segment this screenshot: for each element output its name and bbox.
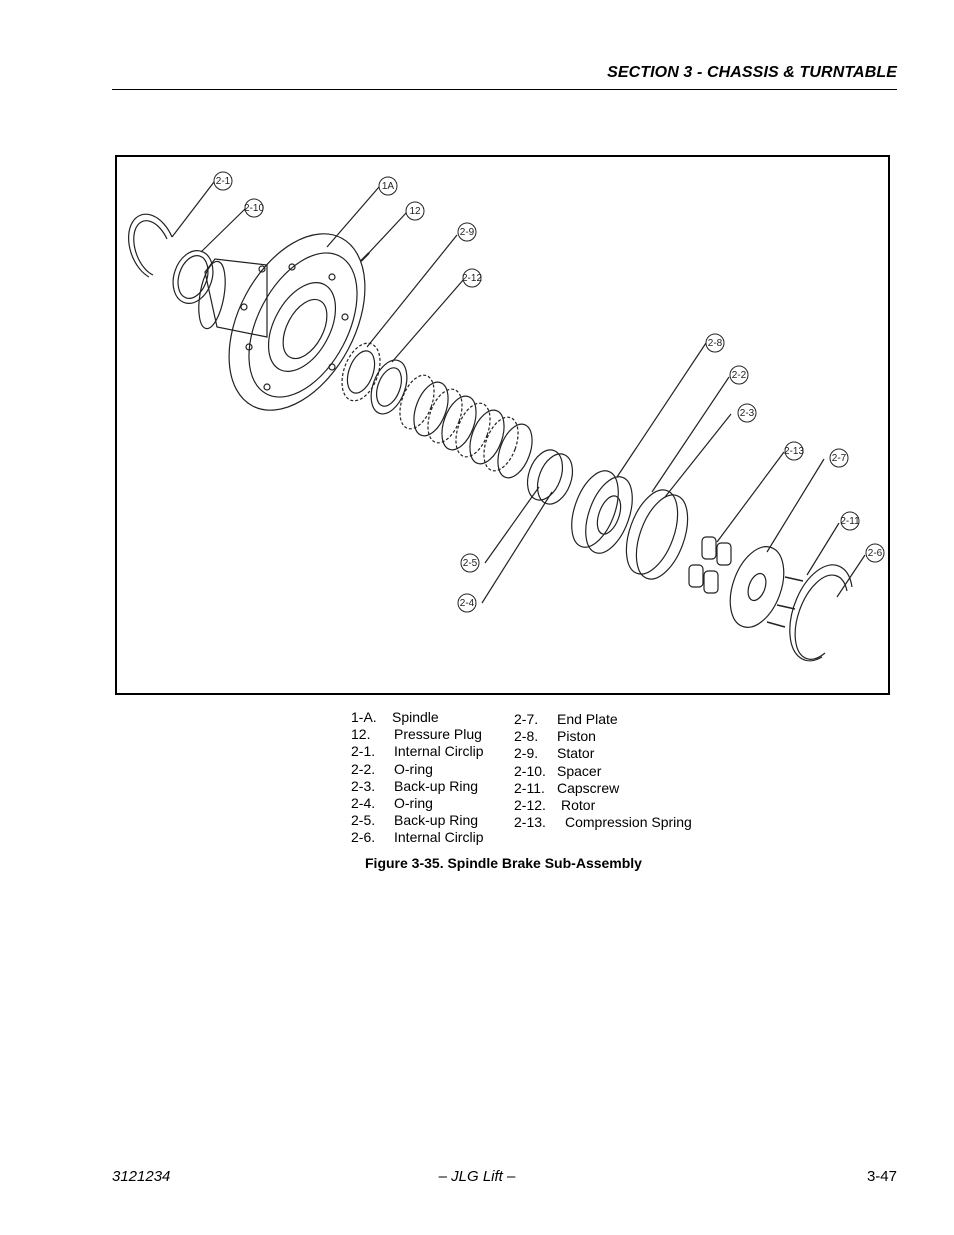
internal-circlip-2-6-part [789,564,853,662]
callout-2-5: 2-5 [460,553,480,573]
spindle-brake-drawing: 2-1 2-10 1A 12 2-9 2-12 2-8 2-2 2-3 2-13… [128,171,885,662]
callout-2-10: 2-10 [244,198,264,218]
callout-2-9: 2-9 [457,222,477,242]
legend-number: 2-1. [351,743,376,760]
legend-label: Back-up Ring [394,812,479,829]
legend-label: Spacer [557,762,602,779]
callout-label: 2-7 [832,453,847,464]
callout-2-2: 2-2 [729,365,749,385]
callout-2-8: 2-8 [705,333,725,353]
legend-label: O-ring [394,760,433,777]
legend-number: 2-12. [514,796,546,813]
callout-2-3: 2-3 [737,403,757,423]
legend-label: Compression Spring [565,814,692,831]
disc-stack-part [399,374,533,479]
callout-label: 2-12 [462,273,482,284]
capscrews-part [766,576,804,628]
legend-number: 2-5. [351,812,376,829]
legend-number: 2-6. [351,829,376,846]
legend-number: 12. [351,726,371,743]
legend-label: Pressure Plug [394,726,482,743]
callout-label: 1A [382,181,395,192]
callout-label: 12 [409,206,421,217]
doc-number: 3121234 [112,1168,171,1185]
legend-label: Internal Circlip [394,743,484,760]
legend-number: 2-7. [514,711,539,727]
end-plate-part [729,546,785,628]
legend-number: 2-11. [514,779,545,796]
legend-label: Rotor [561,796,596,813]
callout-label: 2-13 [784,446,804,457]
callout-1a: 1A [378,176,398,196]
callout-2-7: 2-7 [829,448,849,468]
legend-label: Back-up Ring [394,777,479,794]
legend-number: 2-9. [514,745,539,762]
legend-label: Stator [557,745,595,762]
legend-label: O-ring [394,794,433,811]
compression-springs-part [688,536,732,594]
callout-2-1: 2-1 [213,171,233,191]
footer-brand: – JLG Lift – [438,1168,516,1185]
legend-number: 2-2. [351,760,376,777]
callout-label: 2-4 [460,598,475,609]
legend-label: Capscrew [557,779,620,796]
callout-2-11: 2-11 [840,511,860,531]
spindle-part [198,233,366,411]
callout-label: 2-1 [216,176,231,187]
exploded-diagram: 2-1 2-10 1A 12 2-9 2-12 2-8 2-2 2-3 2-13… [115,155,890,695]
callout-label: 2-5 [463,558,478,569]
internal-circlip-part [128,213,173,278]
callout-12: 12 [405,201,425,221]
legend-label: Internal Circlip [394,829,484,846]
legend-number: 2-13. [514,814,546,831]
legend-label: Spindle [392,709,439,725]
legend-label: Piston [557,728,596,745]
callout-2-4: 2-4 [457,593,477,613]
callout-2-6: 2-6 [865,543,885,563]
callout-label: 2-3 [740,408,755,419]
legend-label: End Plate [557,711,618,727]
callout-2-12: 2-12 [462,268,482,288]
header-rule [112,89,897,90]
section-title: SECTION 3 - CHASSIS & TURNTABLE [607,64,897,81]
callout-2-13: 2-13 [784,441,804,461]
legend-number: 2-3. [351,777,376,794]
piston-part [571,470,633,554]
callout-label: 2-8 [708,338,723,349]
stator-part [341,342,381,402]
legend-number: 2-8. [514,728,539,745]
back-up-ring-2-3-part [635,494,689,580]
legend-number: 2-10. [514,762,546,779]
page-number: 3-47 [866,1168,897,1185]
legend-number: 2-4. [351,794,376,811]
callout-label: 2-9 [460,227,475,238]
rotor-part [370,359,408,415]
o-ring-2-2-part [625,489,679,575]
o-ring-part [536,453,574,505]
callout-label: 2-6 [868,548,883,559]
callout-label: 2-11 [840,516,860,527]
callout-label: 2-10 [244,203,264,214]
back-up-ring-part [526,449,564,501]
figure-caption: Figure 3-35. Spindle Brake Sub-Assembly [365,855,642,871]
legend-number: 1-A. [351,709,377,725]
callout-label: 2-2 [732,370,747,381]
